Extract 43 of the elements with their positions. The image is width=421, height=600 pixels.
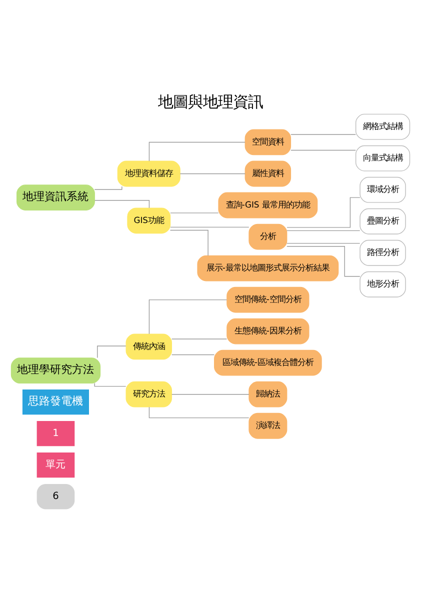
connector [286, 230, 360, 231]
node-box: 展示-最常以地圖形式展示分析結果 [197, 254, 339, 281]
connector [286, 242, 360, 244]
node-box: 分析 [248, 223, 288, 250]
node-box: 地理學研究方法 [10, 357, 101, 383]
connector [286, 246, 360, 276]
connector [170, 229, 208, 256]
label: 6 [52, 490, 59, 502]
node-box: 空間傳統-空間分析 [226, 286, 310, 312]
node-box: 空間資料 [244, 128, 292, 155]
node-box: 疊圖分析 [360, 208, 406, 234]
node-box: 路徑分析 [360, 239, 406, 266]
node-box: 區域傳統-區域複合體分析 [214, 349, 322, 376]
node-box: 地形分析 [360, 270, 406, 297]
node-box: 查詢-GIS 最常用的功能 [218, 192, 318, 218]
connector [170, 226, 250, 228]
label: 1 [52, 428, 59, 439]
connector [148, 406, 250, 418]
node-box: 向量式結構 [355, 144, 410, 171]
node-box: 研究方法 [126, 380, 172, 407]
label: 思路發電機 [28, 394, 84, 408]
connector [170, 212, 219, 213]
connector [94, 200, 150, 208]
connector [171, 354, 215, 355]
connector [290, 149, 356, 150]
node-box: 傳統內涵 [126, 333, 172, 360]
node-box: 生態傳統-因果分析 [226, 318, 310, 344]
connector [94, 382, 126, 386]
label: 單元 [46, 459, 66, 470]
connector [148, 141, 246, 161]
node-box: GIS功能 [127, 207, 171, 234]
node-box: 歸納法 [248, 380, 288, 407]
connector [180, 172, 246, 174]
node-box: 環域分析 [360, 176, 406, 202]
connector [171, 338, 228, 339]
node-box: 地理資訊系統 [16, 184, 95, 210]
connector [148, 298, 228, 334]
node-box: 屬性資料 [244, 160, 292, 186]
node-box: 演繹法 [248, 412, 288, 438]
node-box: 網格式結構 [355, 113, 410, 140]
diagram-title: 地圖與地理資訊 [158, 92, 263, 110]
connector [94, 186, 122, 190]
node-box: 地理資料儲存 [117, 160, 180, 186]
